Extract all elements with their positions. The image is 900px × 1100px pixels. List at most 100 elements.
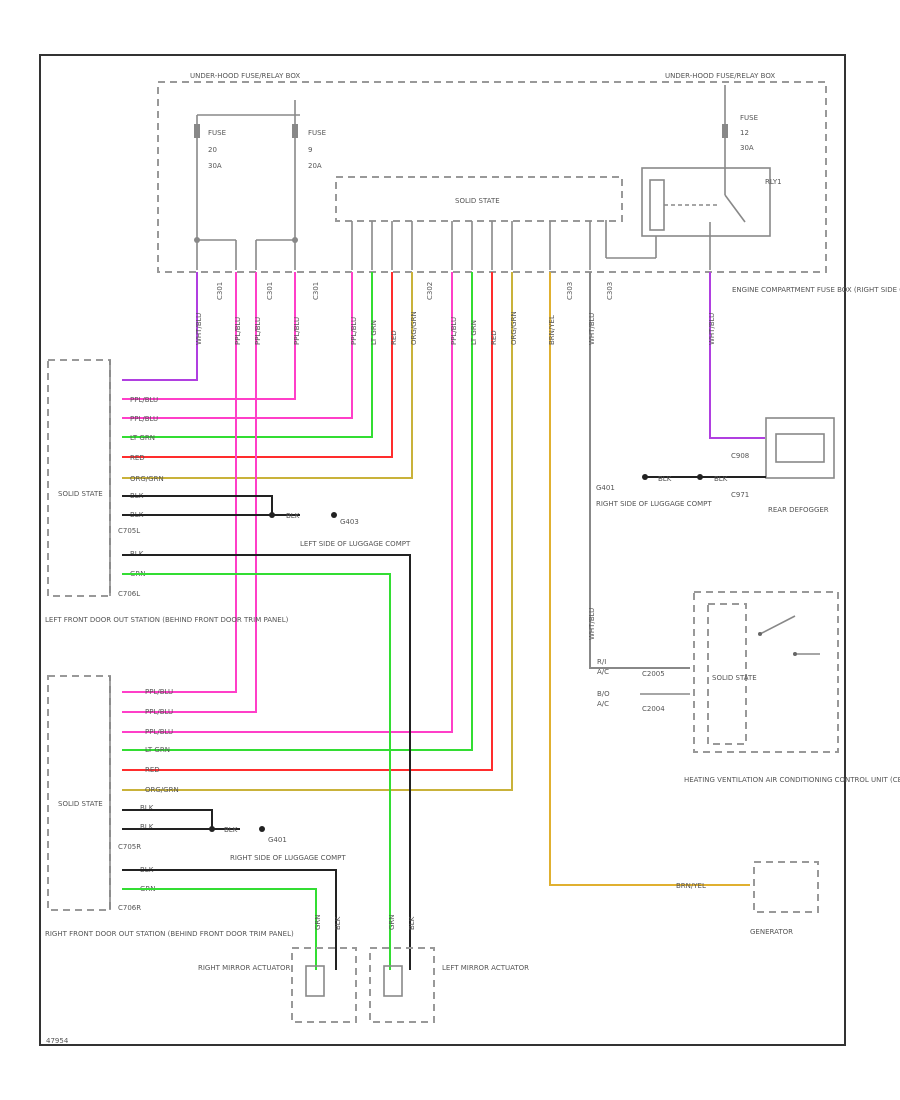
svg-text:PPL/BLU: PPL/BLU: [293, 317, 301, 345]
svg-text:C705R: C705R: [118, 843, 141, 851]
svg-text:GENERATOR: GENERATOR: [750, 928, 793, 936]
svg-text:C301: C301: [266, 282, 274, 300]
svg-text:A/C: A/C: [597, 700, 609, 708]
svg-text:RIGHT MIRROR ACTUATOR: RIGHT MIRROR ACTUATOR: [198, 964, 291, 972]
svg-text:LT GRN: LT GRN: [145, 746, 170, 754]
wire-black-mirror-right: [122, 869, 337, 970]
figure-id: 47954: [46, 1037, 69, 1045]
wire-pink-a: [122, 272, 296, 400]
svg-text:GRN: GRN: [388, 914, 396, 930]
svg-text:RED: RED: [390, 330, 398, 345]
svg-text:BLK: BLK: [224, 826, 238, 834]
hvac-control-unit: [693, 591, 839, 753]
svg-text:R/I: R/I: [597, 658, 606, 666]
svg-text:ORG/GRN: ORG/GRN: [130, 475, 164, 483]
wire-pink-b: [122, 272, 353, 419]
svg-text:RED: RED: [145, 766, 160, 774]
svg-text:PPL/BLU: PPL/BLU: [450, 317, 458, 345]
hvac-solid-state: [707, 603, 747, 745]
fuse-20: FUSE 20 30A: [194, 114, 300, 270]
svg-text:PPL/BLU: PPL/BLU: [130, 396, 158, 404]
svg-text:C2005: C2005: [642, 670, 665, 678]
wire-labels-top: WHT/BLU PPL/BLU PPL/BLU PPL/BLU PPL/BLU …: [195, 311, 716, 345]
wire-black-mirror-left: [122, 554, 411, 970]
wire-black-gnd-right: [122, 809, 213, 829]
wire-pink-c: [122, 272, 237, 693]
fuse-12: FUSE 12 30A: [722, 85, 758, 195]
svg-text:BRN/YEL: BRN/YEL: [548, 315, 556, 345]
svg-text:C303: C303: [606, 282, 614, 300]
svg-text:WHT/BLU: WHT/BLU: [195, 313, 203, 345]
wire-green-a: [122, 272, 373, 438]
svg-text:PPL/BLU: PPL/BLU: [350, 317, 358, 345]
svg-text:ORG/GRN: ORG/GRN: [410, 311, 418, 345]
relay-rly1: [641, 167, 771, 237]
svg-text:20A: 20A: [308, 162, 322, 170]
svg-text:C303: C303: [566, 282, 574, 300]
svg-text:G401: G401: [268, 836, 287, 844]
left-mirror-actuator: [369, 947, 435, 1023]
svg-text:20: 20: [208, 146, 217, 154]
svg-text:G403: G403: [340, 518, 359, 526]
svg-text:C705L: C705L: [118, 527, 140, 535]
svg-text:12: 12: [740, 129, 749, 137]
svg-text:REAR DEFOGGER: REAR DEFOGGER: [768, 506, 829, 514]
svg-text:SOLID STATE: SOLID STATE: [58, 800, 103, 808]
svg-text:RLY1: RLY1: [765, 178, 782, 186]
svg-text:C2004: C2004: [642, 705, 665, 713]
wire-green-mirror-right: [122, 888, 317, 970]
svg-text:G401: G401: [596, 484, 615, 492]
left-door-label: LEFT FRONT DOOR OUT STATION (BEHIND FRON…: [45, 616, 289, 624]
engine-label: ENGINE COMPARTMENT FUSE BOX (RIGHT SIDE …: [732, 286, 900, 294]
fuse-box-solid-state: [335, 176, 623, 222]
svg-text:30A: 30A: [208, 162, 222, 170]
svg-text:9: 9: [308, 146, 312, 154]
wire-red-a: [122, 272, 393, 458]
right-door-solid-state: [47, 675, 111, 911]
left-door-solid-state: [47, 359, 111, 597]
svg-text:PPL/BLU: PPL/BLU: [234, 317, 242, 345]
fuse-9: FUSE 9 20A: [292, 100, 326, 270]
svg-text:30A: 30A: [740, 144, 754, 152]
svg-text:ORG/GRN: ORG/GRN: [510, 311, 518, 345]
right-door-label: RIGHT FRONT DOOR OUT STATION (BEHIND FRO…: [45, 930, 294, 938]
svg-text:RED: RED: [490, 330, 498, 345]
svg-text:C971: C971: [731, 491, 749, 499]
left-door-rows: PPL/BLU PPL/BLU LT GRN RED ORG/GRN BLK B…: [130, 396, 164, 578]
svg-text:RIGHT SIDE OF LUGGAGE COMPT: RIGHT SIDE OF LUGGAGE COMPT: [596, 500, 712, 508]
svg-text:FUSE: FUSE: [740, 114, 758, 122]
wire-black-gnd-left: [122, 495, 273, 515]
svg-text:PPL/BLU: PPL/BLU: [130, 415, 158, 423]
wire-pink-d: [122, 272, 257, 713]
svg-text:PPL/BLU: PPL/BLU: [145, 688, 173, 696]
svg-text:ORG/GRN: ORG/GRN: [145, 786, 179, 794]
svg-text:C908: C908: [731, 452, 749, 460]
svg-text:WHT/BLU: WHT/BLU: [708, 313, 716, 345]
svg-text:BLK: BLK: [714, 475, 728, 483]
svg-text:C302: C302: [426, 282, 434, 300]
svg-text:BLK: BLK: [286, 512, 300, 520]
svg-text:BLK: BLK: [334, 916, 342, 930]
wire-green-b: [122, 272, 473, 751]
svg-text:LT GRN: LT GRN: [470, 320, 478, 345]
svg-text:RED: RED: [130, 454, 145, 462]
hvac-label: HEATING VENTILATION AIR CONDITIONING CON…: [684, 776, 900, 784]
svg-text:LT GRN: LT GRN: [130, 434, 155, 442]
svg-text:SOLID STATE: SOLID STATE: [58, 490, 103, 498]
wire-purple-defog: [709, 272, 765, 439]
svg-text:SOLID STATE: SOLID STATE: [455, 197, 500, 205]
svg-text:ENGINE COMPARTMENT FUSE BOX (R: ENGINE COMPARTMENT FUSE BOX (RIGHT SIDE …: [732, 286, 900, 294]
svg-text:BLK: BLK: [658, 475, 672, 483]
svg-text:A/C: A/C: [597, 668, 609, 676]
diagram-frame: [39, 54, 846, 1046]
svg-text:WHT/BLU: WHT/BLU: [588, 608, 596, 640]
svg-text:PPL/BLU: PPL/BLU: [145, 728, 173, 736]
svg-text:FUSE: FUSE: [308, 129, 326, 137]
wire-gray-hvac: [589, 272, 690, 669]
svg-text:RIGHT FRONT DOOR OUT STATION (: RIGHT FRONT DOOR OUT STATION (BEHIND FRO…: [45, 930, 294, 938]
wire-purple-a: [122, 272, 198, 381]
svg-text:BRN/YEL: BRN/YEL: [676, 882, 706, 890]
fuse-box-label-left: UNDER-HOOD FUSE/RELAY BOX: [190, 72, 300, 80]
svg-text:C706R: C706R: [118, 904, 141, 912]
